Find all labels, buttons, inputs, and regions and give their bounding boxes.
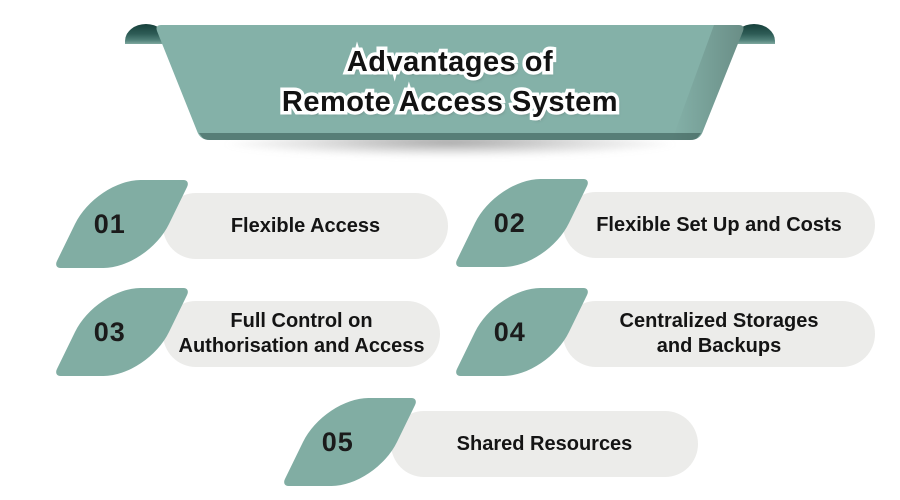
banner-curl-left-icon xyxy=(125,24,167,44)
advantage-label: Shared Resources xyxy=(456,432,633,455)
advantage-item-05: Shared Resources 05 xyxy=(281,398,698,486)
label-pill: Full Control on Authorisation and Access xyxy=(163,301,440,367)
advantage-number: 04 xyxy=(493,316,527,347)
advantage-item-02: Flexible Set Up and Costs 02 xyxy=(453,179,875,267)
banner: Advantages of Remote Access System xyxy=(0,0,900,175)
advantage-number: 05 xyxy=(321,426,355,457)
advantage-label: Flexible Set Up and Costs xyxy=(596,213,842,236)
advantage-number: 02 xyxy=(493,207,527,238)
banner-bottom-rim xyxy=(199,133,701,140)
label-pill: Flexible Set Up and Costs xyxy=(563,192,875,258)
banner-curl-right-icon xyxy=(733,24,775,44)
page-title-line-2: Remote Access System xyxy=(0,82,900,122)
advantage-label: Full Control on Authorisation and Access xyxy=(178,310,425,357)
advantage-label: Centralized Storages and Backups xyxy=(619,310,819,357)
advantage-number: 03 xyxy=(93,316,127,347)
advantage-number: 01 xyxy=(93,208,127,239)
advantage-item-04: Centralized Storages and Backups 04 xyxy=(453,288,875,376)
label-pill: Flexible Access xyxy=(163,193,448,259)
banner-drop-shadow xyxy=(222,135,678,157)
label-pill: Shared Resources xyxy=(391,411,698,477)
label-pill: Centralized Storages and Backups xyxy=(563,301,875,367)
advantage-label: Flexible Access xyxy=(230,214,381,237)
advantage-item-01: Flexible Access 01 xyxy=(53,180,448,268)
page-title-line-1: Advantages of xyxy=(0,42,900,82)
advantage-item-03: Full Control on Authorisation and Access… xyxy=(53,288,440,376)
page-title: Advantages of Remote Access System xyxy=(0,42,900,122)
